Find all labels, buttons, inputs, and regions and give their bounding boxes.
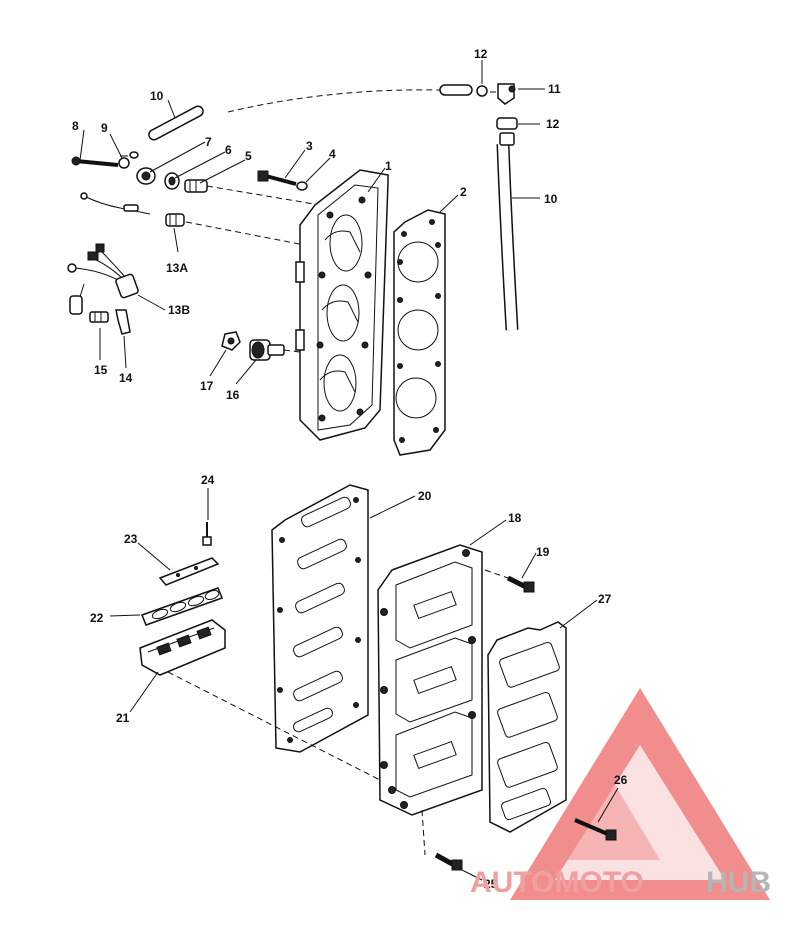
part-11-elbow-fitting [497, 83, 516, 105]
part-5-sensor [184, 179, 208, 193]
callout-16: 16 [226, 388, 240, 402]
callout-14: 14 [119, 371, 133, 385]
callout-17: 17 [200, 379, 214, 393]
callout-13b: 13B [168, 303, 190, 317]
callout-4: 4 [329, 147, 336, 161]
part-18-intake-manifold [377, 544, 483, 816]
callout-12-lower: 12 [546, 117, 560, 131]
part-14-clip [115, 309, 131, 335]
part-12-clamp-lower [496, 117, 518, 146]
part-15-screw [89, 311, 109, 323]
callout-7: 7 [205, 135, 212, 149]
callout-18: 18 [508, 511, 522, 525]
callout-19: 19 [536, 545, 550, 559]
part-10-hose-small [148, 105, 204, 141]
part-22-reed-petals [141, 587, 223, 626]
callout-3: 3 [306, 139, 313, 153]
callout-15: 15 [94, 363, 108, 377]
part-26-bolt [574, 818, 617, 841]
watermark-word-hub: HUB [706, 866, 771, 899]
part-9-fitting [118, 155, 130, 169]
part-6-seal [164, 172, 180, 190]
part-12-clamp-top [439, 84, 488, 97]
part-3-bolt [257, 170, 297, 186]
callout-25: 25 [484, 877, 498, 891]
part-27-gasket [487, 621, 567, 833]
callout-21: 21 [116, 711, 130, 725]
part-8-screw [71, 156, 119, 167]
part-13a-sender [80, 192, 185, 227]
part-1-cylinder-head [295, 169, 389, 441]
callout-11: 11 [548, 82, 561, 96]
part-13b-harness [67, 243, 139, 315]
part-2-head-gasket [393, 209, 446, 456]
part-16-temp-switch [249, 339, 285, 361]
part-24-screw [202, 522, 212, 546]
callout-13a: 13A [166, 261, 188, 275]
part-20-gasket [271, 484, 369, 753]
watermark-word-automoto: AUTOMOTO [470, 866, 644, 899]
part-10-hose-long [496, 143, 519, 331]
callout-10-top: 10 [150, 89, 164, 103]
part-19-bolt [506, 575, 535, 593]
callout-12-top: 12 [474, 47, 488, 61]
callout-27: 27 [598, 592, 612, 606]
part-17-nut [221, 331, 241, 351]
callout-10-right: 10 [544, 192, 558, 206]
callout-5: 5 [245, 149, 252, 163]
callout-9: 9 [101, 121, 108, 135]
callout-8: 8 [72, 119, 79, 133]
callout-23: 23 [124, 532, 138, 546]
callout-20: 20 [418, 489, 432, 503]
part-25-bolt [434, 852, 463, 871]
callout-26: 26 [614, 773, 628, 787]
callout-2: 2 [460, 185, 467, 199]
callout-1: 1 [385, 159, 392, 173]
watermark-logo [510, 688, 770, 900]
part-7-thermostat [129, 151, 156, 185]
leader-lines [79, 60, 619, 881]
part-23-reed-stop [158, 557, 220, 586]
callout-22: 22 [90, 611, 104, 625]
callout-6: 6 [225, 143, 232, 157]
callout-24: 24 [201, 473, 215, 487]
part-21-reed-block [139, 619, 226, 676]
part-4-washer [296, 181, 308, 191]
